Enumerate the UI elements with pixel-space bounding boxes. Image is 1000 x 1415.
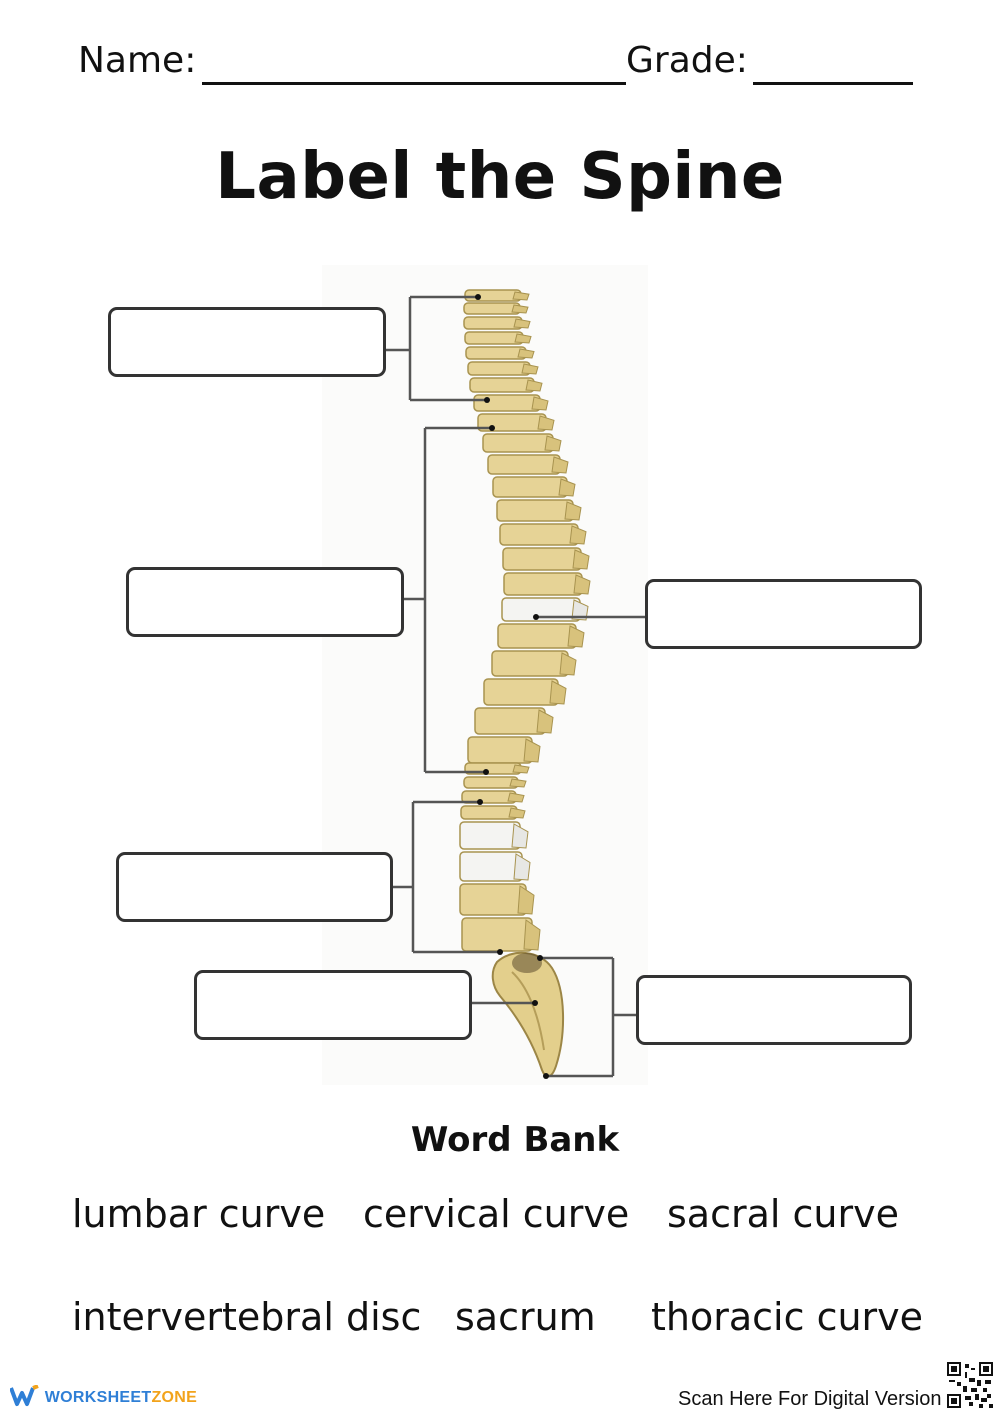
spinous-process: [558, 478, 576, 497]
spinous-process: [514, 333, 532, 344]
word-bank-item: intervertebral disc: [72, 1295, 422, 1339]
spinous-process: [521, 363, 539, 375]
vertebra: [465, 346, 527, 360]
spinous-process: [523, 919, 541, 951]
spinous-process: [551, 456, 569, 474]
vertebra: [492, 476, 568, 498]
vertebra: [499, 523, 579, 546]
spinous-process: [511, 823, 529, 849]
spinous-process: [523, 738, 541, 763]
vertebra: [487, 454, 561, 475]
spinous-process: [537, 415, 555, 431]
spinous-process: [571, 599, 589, 621]
spinous-process: [512, 764, 530, 774]
word-bank-item: lumbar curve: [72, 1192, 326, 1236]
brand-name-part1: WORKSHEET: [44, 1389, 152, 1406]
vertebra: [502, 547, 582, 571]
spinous-process: [567, 625, 585, 648]
word-bank-item: thoracic curve: [651, 1295, 924, 1339]
word-bank-item: sacral curve: [667, 1192, 899, 1236]
vertebra: [497, 623, 577, 649]
name-field[interactable]: [202, 82, 626, 85]
spinous-process: [549, 680, 567, 705]
vertebra: [503, 572, 583, 596]
spinous-process: [511, 304, 529, 314]
spinous-process: [559, 652, 577, 676]
name-label: Name:: [78, 40, 197, 81]
vertebra: [491, 650, 569, 677]
answer-box-lumbar[interactable]: [116, 852, 393, 922]
spinous-process: [525, 379, 543, 392]
spinous-process: [517, 348, 535, 359]
vertebra: [459, 883, 527, 916]
brand-logo[interactable]: WORKSHEETZONE: [9, 1384, 198, 1407]
leader-lines: [386, 295, 645, 1078]
spinous-process: [509, 778, 527, 788]
spinous-process: [572, 549, 590, 570]
intervertebral-disc-shape: [459, 851, 523, 882]
vertebra: [496, 499, 574, 522]
spinous-process: [573, 574, 591, 595]
spinous-process: [536, 709, 554, 734]
vertebra: [463, 316, 523, 330]
answer-box-thoracic[interactable]: [126, 567, 404, 637]
spinous-process: [513, 853, 531, 881]
spinous-process: [512, 291, 530, 301]
answer-box-sacral[interactable]: [636, 975, 912, 1045]
spinous-process: [564, 501, 582, 521]
spine-illustration: [459, 289, 591, 1078]
spinous-process: [517, 885, 535, 915]
answer-box-cervical[interactable]: [108, 307, 386, 377]
grade-field[interactable]: [753, 82, 913, 85]
vertebra: [461, 917, 533, 952]
spinous-process: [569, 525, 587, 545]
leader-dots: [475, 294, 549, 1079]
answer-box-sacrum[interactable]: [194, 970, 472, 1040]
vertebra: [464, 331, 524, 345]
word-bank-item: sacrum: [455, 1295, 596, 1339]
vertebra: [469, 377, 535, 393]
spinous-process: [507, 792, 525, 803]
brand-name-part2: ZONE: [151, 1389, 198, 1406]
spinous-process: [508, 807, 526, 819]
scan-text: Scan Here For Digital Version: [678, 1388, 942, 1410]
grade-label: Grade:: [626, 40, 748, 81]
vertebra: [467, 736, 533, 764]
word-bank-title: Word Bank: [410, 1120, 620, 1160]
vertebra: [483, 678, 559, 706]
worksheetzone-logo-icon: [9, 1384, 39, 1406]
word-bank-item: cervical curve: [363, 1192, 630, 1236]
answer-box-intervertebral-disc[interactable]: [645, 579, 922, 649]
vertebra: [482, 433, 554, 453]
spinous-process: [513, 318, 531, 329]
vertebra: [474, 707, 546, 735]
vertebra: [473, 394, 541, 412]
page-title: Label the Spine: [215, 140, 785, 214]
spinous-process: [544, 435, 562, 452]
vertebra: [467, 361, 531, 376]
spine-diagram: [322, 265, 648, 1085]
spinous-process: [531, 396, 549, 411]
qr-code-icon[interactable]: [947, 1362, 993, 1408]
intervertebral-disc-shape: [459, 821, 521, 850]
